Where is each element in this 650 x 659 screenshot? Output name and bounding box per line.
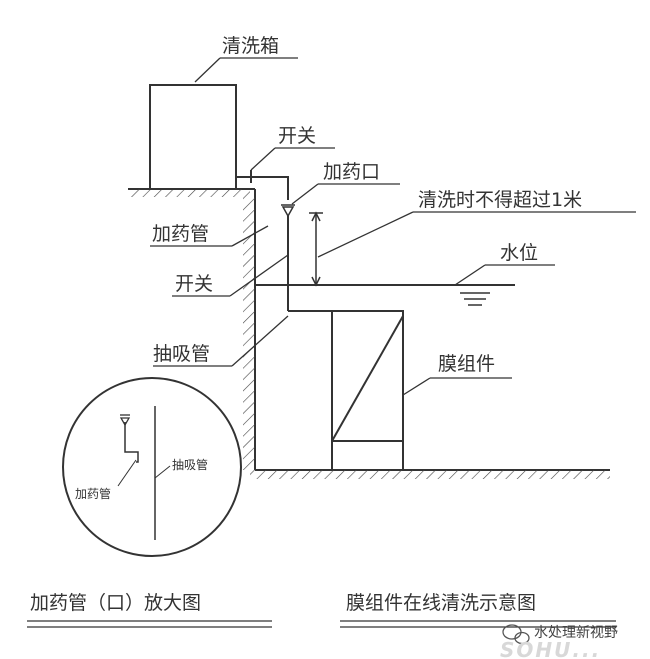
leader-water-level: [454, 264, 486, 286]
inset-dosing-port: [119, 417, 131, 427]
inset-dosing-pipe: [124, 422, 139, 463]
dimension-arrow-top: [311, 211, 321, 222]
leader-cleaning-tank: [194, 57, 221, 83]
tank-wall-hatch: [243, 197, 255, 470]
caption-right: 膜组件在线清洗示意图: [346, 592, 536, 614]
watermark-brand: SOHU...: [500, 638, 601, 659]
inset-label-suction-pipe: 抽吸管: [172, 457, 208, 472]
label-switch-top: 开关: [278, 125, 316, 147]
dosing-port-symbol: [281, 206, 295, 218]
leader-membrane-module: [402, 377, 431, 396]
dosing-pipe: [236, 176, 289, 311]
label-limit-note: 清洗时不得超过1米: [418, 189, 582, 211]
inset-label-dosing-pipe: 加药管: [75, 486, 111, 501]
cleaning-tank: [149, 84, 237, 190]
label-cleaning-tank: 清洗箱: [222, 35, 279, 57]
membrane-module-diagonal: [331, 315, 404, 442]
bottom-ground-hatch: [250, 470, 610, 479]
inset-circle: [62, 377, 242, 557]
watermark-text: 水处理新视野: [534, 625, 618, 641]
wechat-icon: [502, 624, 530, 645]
leader-switch-top: [250, 147, 276, 171]
label-suction-pipe: 抽吸管: [153, 343, 210, 365]
label-dosing-port: 加药口: [323, 161, 380, 183]
label-membrane-module: 膜组件: [438, 353, 495, 375]
label-dosing-pipe: 加药管: [152, 223, 209, 245]
inset-leader-suction: [154, 465, 171, 479]
leader-limit-note: [317, 211, 414, 258]
leader-dosing-pipe: [231, 225, 269, 247]
inset-leader-dosing: [117, 459, 137, 487]
label-water-level: 水位: [500, 242, 538, 264]
leader-dosing-port: [291, 183, 319, 205]
leader-switch-mid: [229, 254, 289, 297]
leader-suction-pipe: [231, 315, 289, 367]
dimension-arrow-bottom: [311, 276, 321, 287]
label-switch-mid: 开关: [175, 273, 213, 295]
caption-left: 加药管（口）放大图: [30, 592, 201, 614]
top-ground-hatch: [128, 189, 250, 197]
